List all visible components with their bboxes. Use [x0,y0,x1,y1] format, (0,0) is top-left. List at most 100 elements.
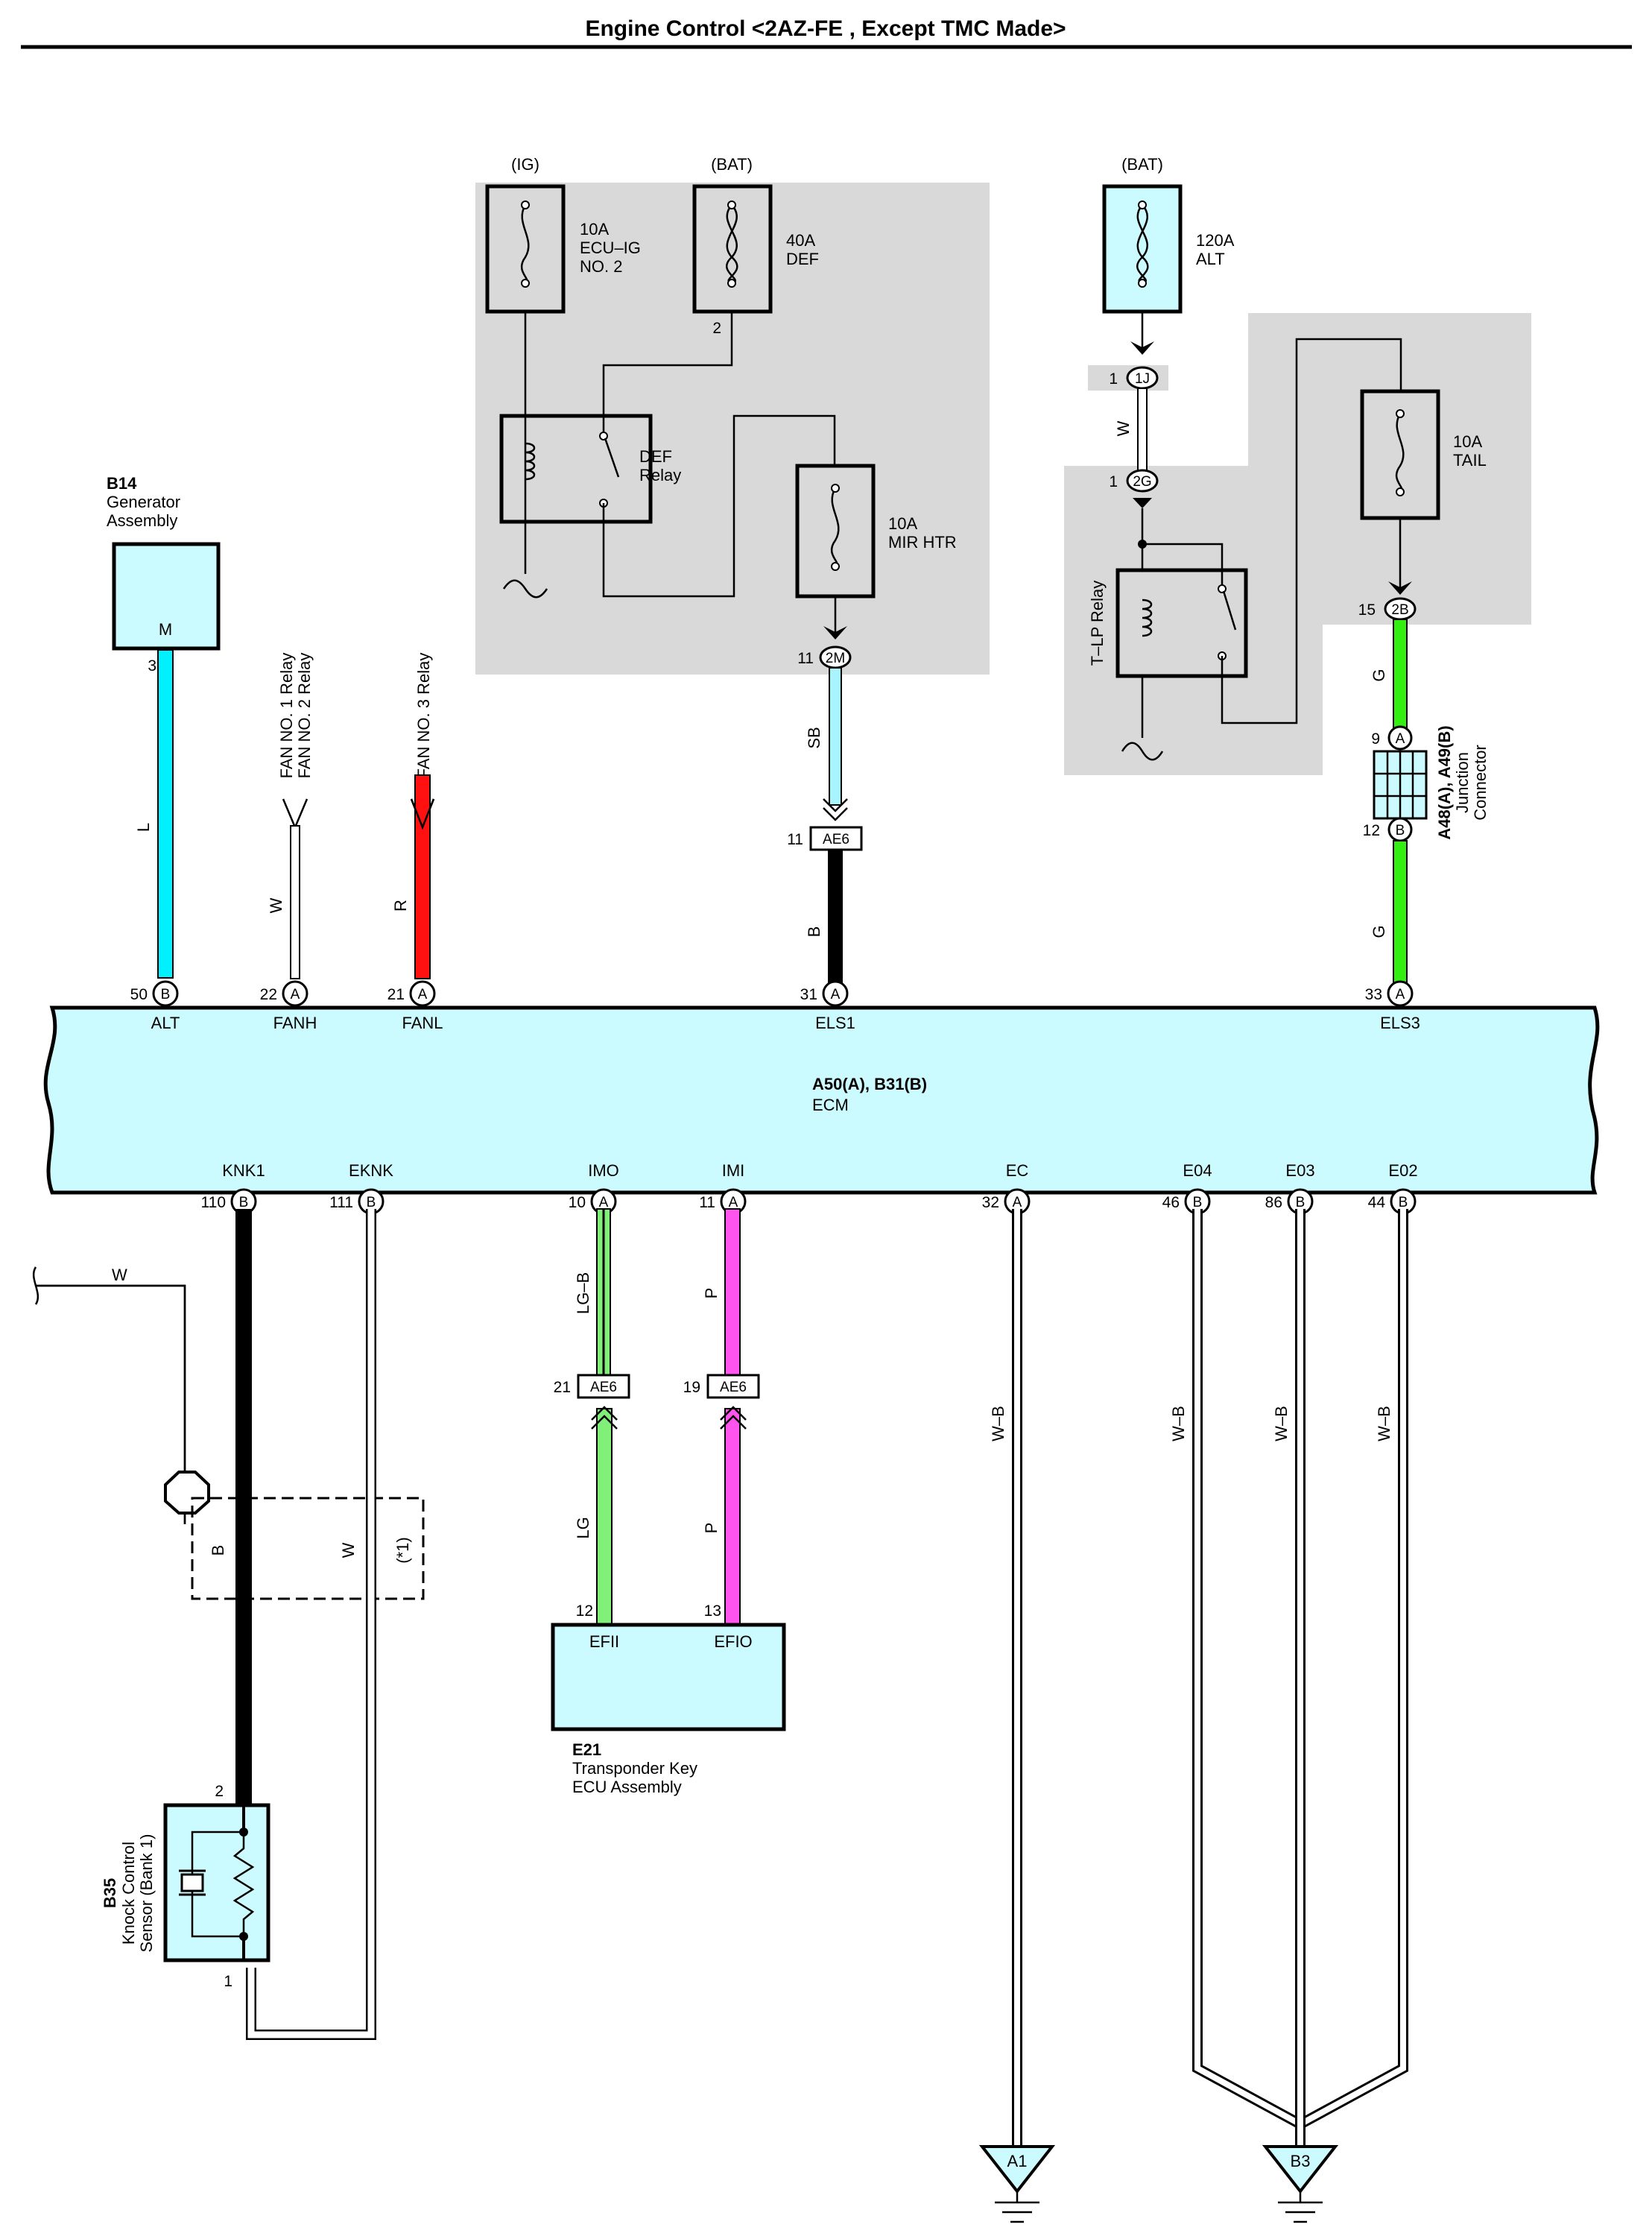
ecm-terminal-name: E02 [1388,1161,1417,1180]
diagram-title: Engine Control <2AZ-FE , Except TMC Made… [585,16,1066,41]
connector-ae6-els1-pin: 11 [787,831,803,848]
ecm-terminal-name: ELS3 [1380,1014,1420,1032]
transponder-efio-pin: 13 [704,1602,721,1620]
junction-name-2: Connector [1471,745,1490,821]
svg-text:1J: 1J [1135,371,1150,387]
wire-sb-label: SB [805,727,823,748]
connector-2g [1126,469,1159,493]
connector-ae6-imo [577,1374,630,1399]
svg-text:2G: 2G [1133,474,1151,490]
transponder-efii-pin: 12 [576,1602,593,1620]
ground-b3-label: B3 [1291,2152,1311,2170]
wire-l-label: L [134,823,153,832]
ecm-terminal-name: ELS1 [815,1014,855,1032]
wire-wb-ec-label: W–B [989,1406,1007,1441]
ecm-terminal-name: ALT [151,1014,180,1032]
junction-pin-b-num: 12 [1363,822,1380,839]
ecm-terminal-conn: B [1296,1195,1306,1210]
ecm-terminal-pin: 110 [201,1194,226,1211]
shield-note: (*1) [393,1537,412,1563]
transponder-name: Transponder Key [572,1759,697,1778]
bat-label-left: (BAT) [711,155,753,174]
junction-name: Junction [1453,752,1472,813]
shield-boundary [191,1497,425,1600]
ecm-terminal-imo: IMO A 10 [569,1161,619,1215]
generator-name-2: Assembly [107,511,177,530]
connector-ae6-imi [706,1374,760,1399]
wire-w-fanh [290,825,300,979]
junction-ids: A48(A), A49(B) [1435,725,1454,839]
ground-a1 [978,2145,1056,2194]
ecm-terminal-name: FANL [402,1014,443,1032]
connector-1j-pin: 1 [1109,370,1118,388]
def-relay-name: DEF [639,447,672,466]
knock-sensor-name: Knock Control [119,1842,138,1945]
knock-pin-top: 2 [215,1783,224,1800]
generator-pin: 3 [148,657,156,675]
ecm-terminal-pin: 22 [260,986,277,1003]
ecm-terminal-conn: A [1396,987,1405,1002]
fuse-ecu-ig-rating: 10A [580,220,609,239]
wire-lg-label: LG [574,1517,592,1538]
wire-w-shield-label: W [112,1266,127,1284]
ecm-terminal-pin: 50 [130,986,148,1003]
ecm-terminal-pin: 44 [1368,1194,1386,1211]
fuse-alt-rating: 120A [1196,231,1235,250]
connector-2g-pin: 1 [1109,473,1118,490]
ground-a1-label: A1 [1007,2152,1028,2170]
svg-text:2B: 2B [1391,602,1408,618]
junction-pin-a: A [1396,731,1405,747]
ecm-terminal-pin: 21 [387,986,405,1003]
ecm-terminal-name: IMO [588,1161,619,1180]
ecm-terminal-pin: 111 [329,1194,353,1211]
ecm-terminal-conn: A [599,1195,609,1210]
ecm-terminal-pin: 46 [1162,1194,1180,1211]
ecm-terminal-pin: 33 [1365,986,1382,1003]
connector-ae6-els1 [809,826,863,851]
ecm-terminal-name: EKNK [349,1161,393,1180]
ecm-terminal-conn: B [1193,1195,1203,1210]
fuse-mir-htr-name: MIR HTR [888,533,957,552]
wire-lg [596,1408,613,1626]
ecm-ids: A50(A), B31(B) [812,1075,927,1093]
ecm-terminal-name: IMI [722,1161,745,1180]
wire-b-knk1 [235,1209,252,1805]
fuse-mir-htr-rating: 10A [888,514,917,533]
fuse-ecu-ig-element [520,204,530,285]
ecm-terminal-conn: B [239,1195,249,1210]
ecm-terminal-pin: 10 [569,1194,586,1211]
ecm-terminal-name: KNK1 [222,1161,265,1180]
wire-g-lower [1393,840,1408,983]
svg-text:AE6: AE6 [720,1380,747,1395]
wire-g-upper-label: G [1370,669,1388,681]
generator-name: Generator [107,493,180,511]
ecm-terminal-pin: 11 [699,1194,715,1211]
ecm-name: ECM [812,1096,849,1114]
ground-b3 [1262,2145,1339,2194]
junction-pin-b: B [1396,823,1405,838]
transponder-name-2: ECU Assembly [572,1778,682,1796]
wire-r [414,774,431,979]
tlp-relay [1115,568,1248,678]
wire-b-els1-label: B [805,926,823,938]
relay-block-right-shade [1064,313,1531,775]
fan-relay-1-label: FAN NO. 1 Relay [277,653,296,779]
fuse-tail-name: TAIL [1453,451,1487,470]
ecm-terminal-name: EC [1006,1161,1029,1180]
wire-g-lower-label: G [1370,925,1388,938]
fan-relay-3-label: FAN NO. 3 Relay [414,653,433,779]
tlp-relay-label: T–LP Relay [1088,581,1107,666]
wire-w-eknk-label: W [339,1542,358,1558]
ecm-terminal-pin: 31 [800,986,817,1003]
def-relay-word: Relay [639,466,681,484]
generator-id: B14 [107,474,137,493]
fuse-ecu-ig-name: ECU–IG [580,239,641,257]
